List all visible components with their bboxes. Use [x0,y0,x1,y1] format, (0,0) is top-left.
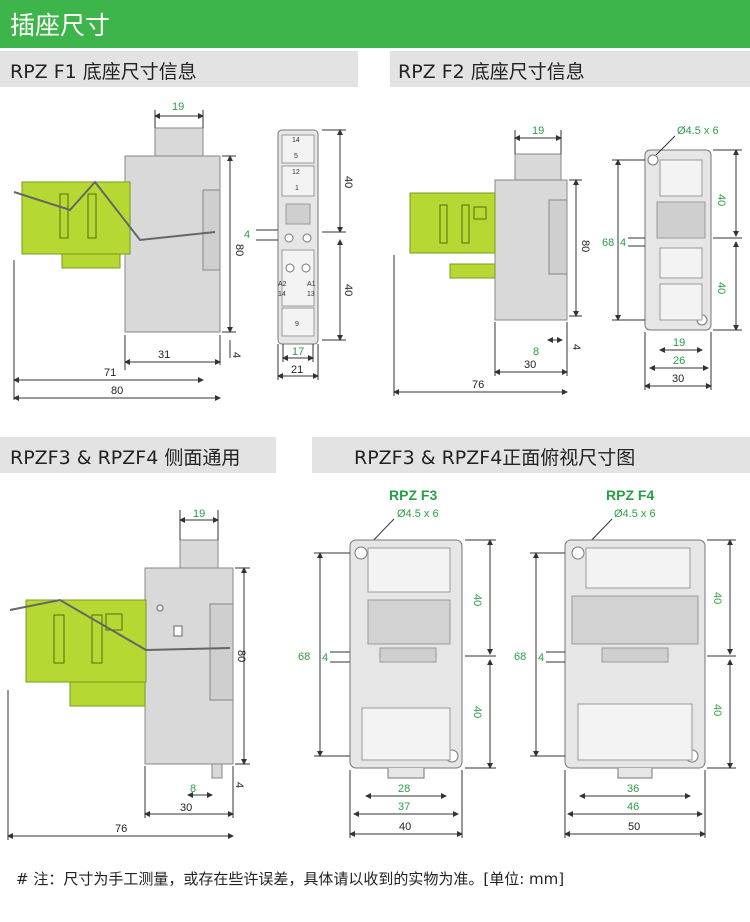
f1-terminal-a1: A1 [307,281,316,288]
f2-side-dim-top: 19 [532,125,544,137]
section-title-f1: RPZ F1 底座尺寸信息 [10,61,197,83]
f4-dim-36: 36 [627,783,639,795]
f1-side-dim-4: 4 [230,352,242,358]
f2-front-hole: Ø4.5 x 6 [677,125,719,137]
f4-hole: Ø4.5 x 6 [614,508,656,520]
f1-front-view: 14 5 12 1 A2 A1 14 13 9 40 40 4 17 21 [244,129,354,380]
f2-front-dim-40a: 40 [715,194,727,206]
f4-dim-40a: 40 [711,592,723,604]
f3-dim-37: 37 [398,801,410,813]
f1-side-dim-80: 80 [111,385,123,397]
f4-dim-40b: 40 [711,704,723,716]
f4-dim-4: 4 [538,652,544,664]
f2-front-dim-4: 4 [620,237,626,249]
header-bar: 插座尺寸 [0,0,750,48]
f4-dim-46: 46 [627,801,639,813]
section-title-f2: RPZ F2 底座尺寸信息 [398,61,585,83]
f1-front-dim-4: 4 [244,229,250,241]
f1-terminal-9: 9 [295,321,299,328]
section-header-f2: RPZ F2 底座尺寸信息 [390,51,750,87]
f34-side-dim-76: 76 [115,823,127,835]
f1-side-dim-top: 19 [172,101,184,113]
f3-dim-68: 68 [298,651,310,663]
f2-side-dim-8: 8 [533,346,539,358]
f4-dim-68: 68 [514,651,526,663]
f4-front-view: RPZ F4 Ø4.5 x 6 40 40 68 4 36 46 50 [514,487,736,838]
f1-terminal-14: 14 [292,137,300,144]
f1-terminal-13: 13 [307,291,315,298]
f1-front-dim-40b: 40 [342,284,354,296]
f34-side-view: 19 80 8 4 30 76 [7,508,250,840]
f2-front-dim-68: 68 [602,237,614,249]
f1-terminal-5: 5 [294,153,298,160]
f1-terminal-1: 1 [295,185,299,192]
f3-front-view: RPZ F3 Ø4.5 x 6 40 40 68 4 28 37 40 [298,487,496,838]
f1-side-dim-71: 71 [104,367,116,379]
f34-side-dim-8: 8 [190,783,196,795]
section-title-f34-front: RPZF3 & RPZF4正面俯视尺寸图 [354,447,636,469]
f1-terminal-12: 12 [292,169,300,176]
f3-dim-40: 40 [399,821,411,833]
f2-front-dim-26: 26 [673,355,685,367]
f3-label: RPZ F3 [389,487,437,503]
section-title-f34-side: RPZF3 & RPZF4 侧面通用 [10,447,241,469]
f2-front-dim-19: 19 [673,337,685,349]
f3-dim-40a: 40 [471,594,483,606]
f34-side-dim-height: 80 [235,650,247,662]
section-header-f34-front: RPZF3 & RPZF4正面俯视尺寸图 [312,437,750,473]
f1-front-dim-40a: 40 [342,176,354,188]
f3-dim-40b: 40 [471,706,483,718]
section-header-f1: RPZ F1 底座尺寸信息 [0,51,358,87]
f3-dim-28: 28 [398,783,410,795]
f2-front-view: Ø4.5 x 6 40 40 68 4 19 26 30 [602,125,742,390]
f4-dim-50: 50 [628,821,640,833]
f1-terminal-14b: 14 [278,291,286,298]
page-title: 插座尺寸 [10,11,111,40]
f2-front-dim-30: 30 [672,373,684,385]
f2-side-dim-height: 80 [579,240,591,252]
f1-front-dim-21: 21 [291,364,303,376]
f1-terminal-a2: A2 [278,281,287,288]
f34-side-dim-4: 4 [233,782,245,788]
f2-side-dim-30: 30 [524,359,536,371]
f3-dim-4: 4 [322,652,328,664]
f2-side-dim-76: 76 [472,379,484,391]
f4-label: RPZ F4 [606,487,654,503]
f2-side-view: 19 80 8 4 30 76 [393,125,591,396]
f1-side-dim-height: 80 [233,244,245,256]
f2-front-dim-40b: 40 [715,282,727,294]
f1-side-dim-31: 31 [158,349,170,361]
section-header-f34-side: RPZF3 & RPZF4 侧面通用 [0,437,276,473]
f34-side-dim-30: 30 [180,802,192,814]
footnote: # 注：尺寸为手工测量，或存在些许误差，具体请以收到的实物为准。[单位: mm] [16,870,565,888]
f1-side-view: 19 80 4 31 71 80 [13,101,245,401]
f3-hole: Ø4.5 x 6 [397,508,439,520]
f2-side-dim-4: 4 [570,344,582,350]
f34-side-dim-top: 19 [193,508,205,520]
f1-front-dim-17: 17 [292,346,304,358]
